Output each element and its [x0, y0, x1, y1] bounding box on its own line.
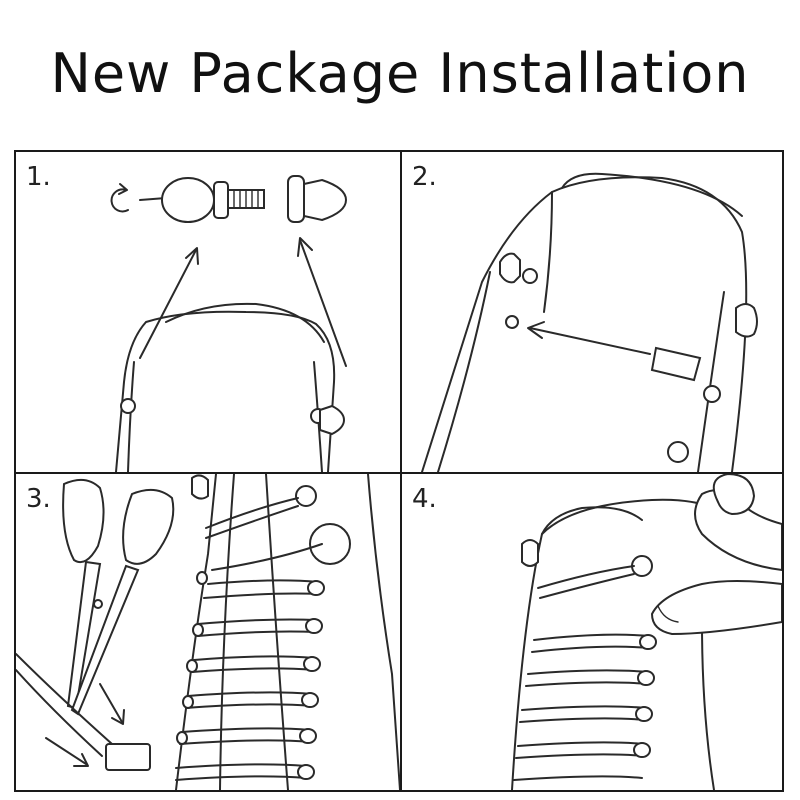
laces [513, 565, 651, 781]
grid-divider-horizontal [16, 472, 782, 474]
shoe-outline [511, 498, 723, 790]
step-panel-3: 3. [16, 474, 400, 790]
step-number-1: 1. [26, 162, 51, 192]
arrow-to-rivet [299, 239, 347, 367]
step-number-4: 4. [412, 484, 437, 514]
lace-lock-top [295, 485, 317, 507]
shoe-eyestay-right [697, 291, 725, 472]
rivet-base [287, 175, 305, 223]
scissors-pivot [93, 599, 103, 609]
arrowhead-lock [185, 247, 199, 265]
eyelet-right-lower [703, 385, 721, 403]
step-panel-2: 2. [402, 152, 782, 472]
step-2-illustration [421, 172, 758, 472]
step-panel-1: 1. [16, 152, 400, 472]
instruction-grid: 1. [14, 150, 784, 792]
eyelets-left [176, 571, 208, 745]
rivet-installed [319, 404, 346, 436]
rivet-right [735, 303, 758, 338]
shoe-outline [115, 310, 336, 472]
hand-outline [694, 489, 782, 572]
scissors-handle-left [62, 478, 105, 564]
arrowhead-cut-2 [73, 753, 89, 767]
tongue-edge [543, 191, 553, 313]
shoe-outline [421, 176, 748, 472]
eyelets-right [297, 580, 325, 780]
shoe-eyestay-right [701, 623, 715, 790]
shoe-outline-left [175, 474, 217, 790]
eyelet-left [120, 398, 136, 414]
rivet-head [303, 178, 348, 222]
arrow-cut-1 [99, 683, 123, 723]
thumb [712, 474, 756, 516]
lock-capsule [161, 177, 215, 223]
screw-threads [233, 189, 259, 209]
fingernail [657, 605, 679, 623]
scissors-handle-right [122, 488, 175, 565]
page-title: New Package Installation [50, 42, 750, 105]
shoe-outline-right [367, 474, 400, 790]
arrow-cut-2 [45, 737, 87, 765]
lace-cut-left [16, 653, 113, 745]
eyelets-right [633, 634, 657, 758]
step-3-illustration [16, 474, 400, 790]
shoe-tongue [541, 506, 643, 535]
lock-collar [213, 181, 229, 219]
shoe-eyestay-left [127, 361, 135, 472]
step-panel-4: 4. [402, 474, 782, 790]
shoe-collar [561, 172, 743, 217]
rivet-top [191, 474, 209, 500]
arrow-insert [529, 327, 651, 355]
lace-clip [105, 743, 151, 771]
arrowhead-insert [527, 321, 545, 339]
eyelet-right-bottom [667, 441, 689, 463]
rotate-icon [110, 188, 129, 213]
shoe-collar [165, 302, 325, 343]
hand-finger [650, 580, 782, 636]
step-number-3: 3. [26, 484, 51, 514]
arrowhead-cut-1 [111, 709, 125, 725]
rotate-arrowhead [118, 183, 128, 195]
lace-end [650, 346, 702, 382]
eyelet-middle-left [505, 315, 519, 329]
step-1-illustration [110, 175, 348, 472]
shoe-eyestay-left [437, 271, 491, 472]
lace-capsule [309, 523, 351, 565]
rivet-top-left [499, 252, 521, 284]
arrow-to-lock [139, 249, 197, 359]
rivet-left [521, 539, 539, 567]
step-4-illustration [511, 474, 782, 790]
lace-cut-left-2 [16, 669, 103, 757]
laces [175, 497, 323, 781]
grid-divider-vertical [400, 152, 402, 790]
arrowhead-rivet [297, 237, 313, 257]
step-number-2: 2. [412, 162, 437, 192]
eyelet-top-left [522, 268, 538, 284]
